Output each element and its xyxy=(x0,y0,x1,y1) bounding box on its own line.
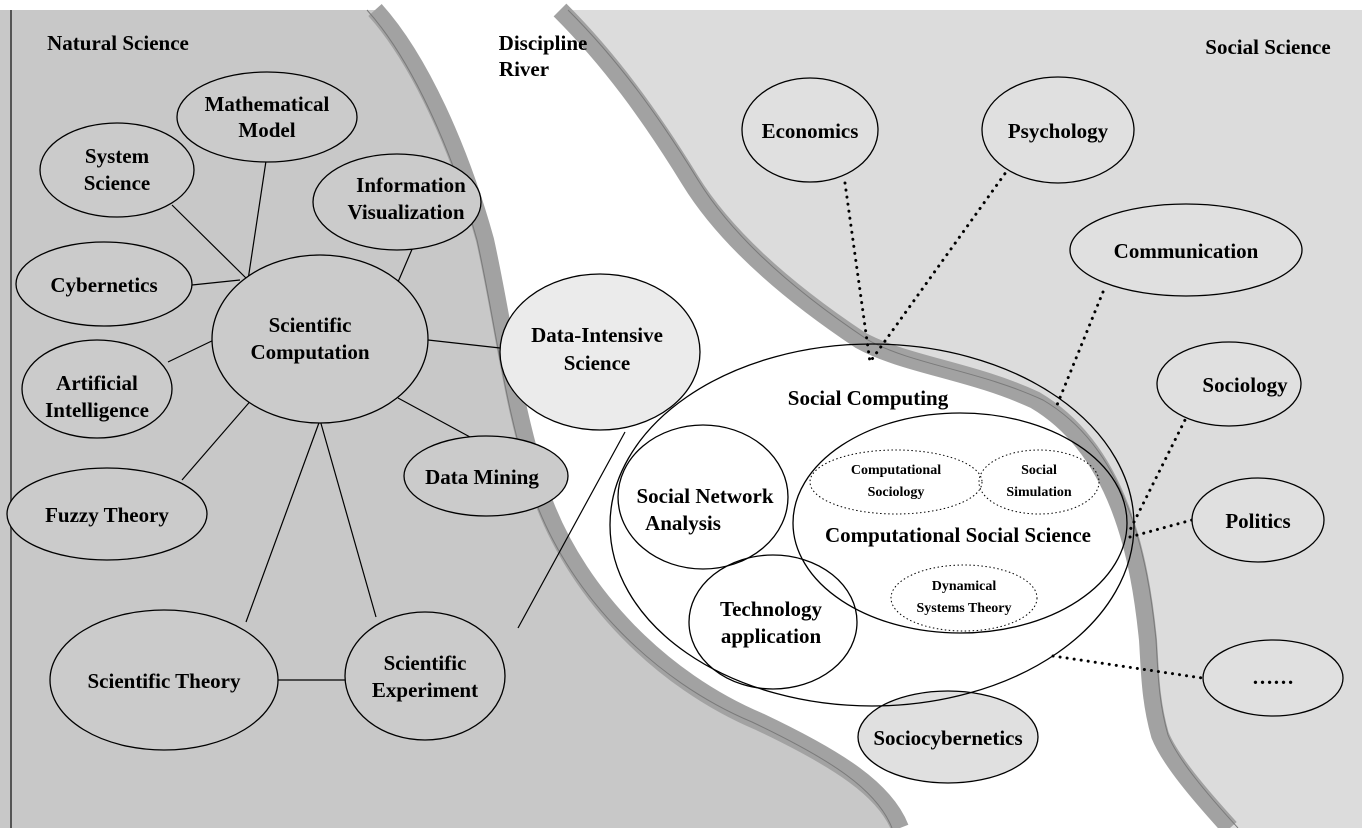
artificial-intelligence-line1: Artificial xyxy=(56,371,138,395)
link-information-visualization xyxy=(397,246,414,283)
sociocybernetics-label: Sociocybernetics xyxy=(873,726,1022,750)
social-science-label: Social Science xyxy=(1205,35,1330,59)
communication-label: Communication xyxy=(1114,239,1259,263)
scientific-computation-line1: Scientific xyxy=(269,313,352,337)
dotted-sociology xyxy=(1128,412,1190,532)
psychology-label: Psychology xyxy=(1008,119,1109,143)
link-fuzzy-theory xyxy=(181,389,261,481)
river-right-bank-edge xyxy=(567,9,1239,828)
node-fuzzy-theory xyxy=(6,467,208,561)
social-network-analysis-line1: Social Network xyxy=(636,484,773,508)
dotted-psychology xyxy=(868,166,1011,364)
ellipsis-label: …… xyxy=(1252,665,1294,689)
link-mathematical-model xyxy=(247,160,267,281)
node-computational-social-science xyxy=(792,412,1128,634)
social-simulation-line2: Simulation xyxy=(1006,485,1072,500)
node-artificial-intelligence xyxy=(21,339,173,439)
dotted-economics xyxy=(843,181,872,364)
natural-science-nodes: Mathematical Model System Science Inform… xyxy=(6,71,569,751)
link-data-mining xyxy=(397,397,471,438)
computational-social-science-label: Computational Social Science xyxy=(825,523,1091,547)
node-social-network-analysis xyxy=(617,424,789,570)
link-experiment-social-computing xyxy=(517,431,626,629)
node-data-intensive-science xyxy=(499,273,701,431)
river-right-bank xyxy=(553,3,1237,828)
mathematical-model-line1: Mathematical xyxy=(205,92,330,116)
link-data-intensive xyxy=(427,339,501,349)
link-system-science xyxy=(171,204,249,281)
natural-science-label: Natural Science xyxy=(47,31,189,55)
node-information-visualization xyxy=(312,153,482,251)
node-politics xyxy=(1191,477,1325,563)
solid-connections xyxy=(167,160,626,681)
social-computing-label: Social Computing xyxy=(788,386,949,410)
node-sociology xyxy=(1156,341,1302,427)
fuzzy-theory-label: Fuzzy Theory xyxy=(45,503,169,527)
system-science-line2: Science xyxy=(84,171,150,195)
link-theory-apex xyxy=(245,419,321,623)
node-system-science xyxy=(39,122,195,218)
node-scientific-theory xyxy=(49,609,279,751)
data-intensive-science-line1: Data-Intensive xyxy=(531,323,663,347)
node-ellipsis xyxy=(1202,639,1344,717)
technology-application-line1: Technology xyxy=(720,597,822,621)
node-sociocybernetics xyxy=(857,690,1039,784)
node-social-simulation xyxy=(978,449,1100,515)
dynamical-systems-theory-line1: Dynamical xyxy=(932,579,997,594)
node-cybernetics xyxy=(15,241,193,327)
node-psychology xyxy=(981,76,1135,184)
scientific-theory-label: Scientific Theory xyxy=(87,669,241,693)
politics-label: Politics xyxy=(1225,509,1290,533)
node-mathematical-model xyxy=(176,71,358,163)
dotted-communication xyxy=(1053,290,1105,412)
scientific-computation-line2: Computation xyxy=(250,340,369,364)
social-network-analysis-line2: Analysis xyxy=(645,511,721,535)
node-data-mining xyxy=(403,435,569,517)
node-scientific-experiment xyxy=(344,611,506,741)
node-computational-sociology xyxy=(809,449,983,515)
dynamical-systems-theory-line2: Systems Theory xyxy=(916,601,1011,616)
node-social-computing xyxy=(609,343,1135,707)
scientific-experiment-line1: Scientific xyxy=(384,651,467,675)
river-left-bank xyxy=(368,3,909,828)
social-computing-cluster: Social Computing Social Network Analysis… xyxy=(609,343,1135,707)
dotted-connections xyxy=(843,166,1204,680)
discipline-river-label-line1: Discipline xyxy=(499,31,588,55)
cybernetics-label: Cybernetics xyxy=(50,273,157,297)
node-economics xyxy=(741,77,879,183)
computational-sociology-line2: Sociology xyxy=(868,485,925,500)
data-mining-label: Data Mining xyxy=(425,465,539,489)
mathematical-model-line2: Model xyxy=(238,118,295,142)
discipline-river-label-line2: River xyxy=(499,57,549,81)
link-experiment-apex xyxy=(319,419,377,618)
link-artificial-intelligence xyxy=(167,337,219,363)
node-technology-application xyxy=(688,554,858,690)
artificial-intelligence-line2: Intelligence xyxy=(45,398,149,422)
link-cybernetics xyxy=(191,279,241,286)
scientific-experiment-line2: Experiment xyxy=(372,678,478,702)
information-visualization-line1: Information xyxy=(356,173,466,197)
social-simulation-line1: Social xyxy=(1021,463,1057,478)
sociology-label: Sociology xyxy=(1202,373,1288,397)
economics-label: Economics xyxy=(762,119,859,143)
social-science-nodes: Economics Psychology Communication Socio… xyxy=(741,76,1344,784)
node-communication xyxy=(1069,203,1303,297)
node-dynamical-systems-theory xyxy=(890,564,1038,632)
information-visualization-line2: Visualization xyxy=(347,200,464,224)
technology-application-line2: application xyxy=(721,624,822,648)
node-scientific-computation xyxy=(211,254,429,424)
data-intensive-science-line2: Science xyxy=(564,351,630,375)
computational-sociology-line1: Computational xyxy=(851,463,941,478)
system-science-line1: System xyxy=(85,144,150,168)
